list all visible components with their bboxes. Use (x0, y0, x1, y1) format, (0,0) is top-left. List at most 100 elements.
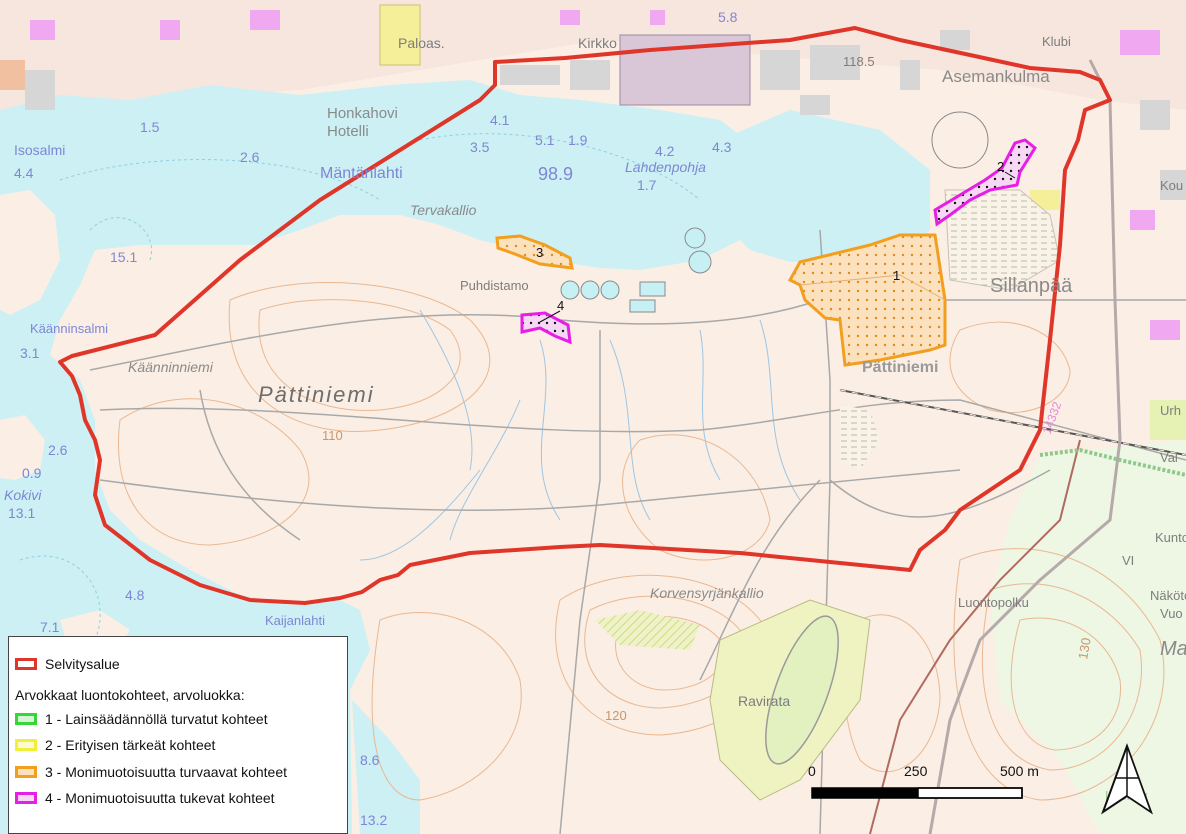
legend-label-class-1: 1 - Lainsäädännöllä turvatut kohteet (45, 711, 268, 727)
svg-text:4.8: 4.8 (125, 587, 145, 603)
site-number-2: 2 (997, 159, 1004, 174)
svg-text:3.1: 3.1 (20, 345, 40, 361)
legend-row-class-4: 4 - Monimuotoisuutta tukevat kohteet (15, 789, 275, 807)
water-labels: 1.5 2.6 Isosalmi 4.4 15.1 Mäntänlahti La… (4, 112, 732, 828)
railway-ticks (839, 389, 1186, 456)
svg-text:Pättiniemi: Pättiniemi (258, 382, 375, 407)
forest-area (990, 440, 1186, 834)
site-number-1: 1 (893, 268, 900, 283)
svg-text:Honkahovi: Honkahovi (327, 105, 398, 122)
svg-text:Mäntänlahti: Mäntänlahti (320, 165, 403, 182)
svg-text:Näkötor: Näkötor (1150, 588, 1186, 603)
svg-text:Käänninniemi: Käänninniemi (128, 359, 214, 375)
site-2-leader (1004, 171, 1016, 179)
svg-text:Korvensyrjänkallio: Korvensyrjänkallio (650, 585, 764, 601)
legend-swatch-study-area (15, 658, 37, 670)
svg-text:Kaijanlahti: Kaijanlahti (265, 613, 325, 628)
svg-text:0.9: 0.9 (22, 465, 42, 481)
svg-text:Kirkko: Kirkko (578, 35, 617, 51)
svg-text:Pättiniemi: Pättiniemi (862, 359, 938, 376)
svg-text:Klubi: Klubi (1042, 34, 1071, 49)
town-area (0, 0, 1186, 120)
scale-bar: 0 250 500 m (808, 763, 1039, 799)
svg-text:Puhdistamo: Puhdistamo (460, 278, 529, 293)
svg-text:3.5: 3.5 (470, 139, 490, 155)
svg-text:130: 130 (1075, 637, 1094, 661)
svg-text:7.1: 7.1 (40, 619, 60, 635)
svg-text:4.1: 4.1 (490, 112, 510, 128)
legend-heading: Arvokkaat luontokohteet, arvoluokka: (15, 687, 245, 703)
site-number-3: 3 (536, 245, 543, 260)
scale-label-zero: 0 (808, 763, 816, 779)
legend-label-class-2: 2 - Erityisen tärkeät kohteet (45, 737, 216, 753)
main-road (928, 59, 1122, 834)
meadow (595, 610, 700, 650)
svg-text:118.5: 118.5 (843, 54, 875, 69)
svg-text:13.2: 13.2 (360, 812, 387, 828)
svg-text:13.1: 13.1 (8, 505, 35, 521)
legend-swatch-class-2 (15, 739, 37, 751)
svg-text:Val: Val (1160, 450, 1178, 465)
svg-text:Sillanpää: Sillanpää (990, 275, 1073, 297)
site-1-area[interactable] (787, 233, 947, 367)
road-left-boundary (869, 439, 1081, 834)
site-4-area[interactable] (520, 311, 572, 345)
svg-text:1.7: 1.7 (637, 177, 657, 193)
treatment-plant (560, 111, 989, 313)
svg-text:5.8: 5.8 (718, 9, 738, 25)
svg-text:8.6: 8.6 (360, 752, 380, 768)
island (0, 190, 60, 315)
svg-text:120: 120 (605, 708, 627, 723)
svg-text:Ravirata: Ravirata (738, 693, 790, 709)
svg-text:Tervakallio: Tervakallio (410, 202, 477, 218)
svg-text:1.9: 1.9 (568, 132, 588, 148)
legend-swatch-class-3 (15, 766, 37, 778)
scale-label-mid: 250 (904, 763, 928, 779)
legend-label-class-3: 3 - Monimuotoisuutta turvaavat kohteet (45, 764, 288, 780)
legend-row-class-1: 1 - Lainsäädännöllä turvatut kohteet (15, 710, 268, 728)
svg-text:Paloas.: Paloas. (398, 35, 445, 51)
north-arrow-icon (1101, 743, 1153, 815)
svg-text:4.2: 4.2 (655, 143, 675, 159)
svg-text:2.6: 2.6 (48, 442, 68, 458)
legend-row-class-2: 2 - Erityisen tärkeät kohteet (15, 736, 215, 754)
nature-reserve-boundary (1039, 447, 1186, 477)
svg-text:Käänninsalmi: Käänninsalmi (30, 321, 108, 336)
site-4-leader (539, 310, 561, 323)
svg-text:Asemankulma: Asemankulma (942, 67, 1050, 86)
site-1-inner (799, 274, 946, 301)
svg-text:VI: VI (1122, 553, 1134, 568)
site-3-area[interactable] (495, 234, 574, 270)
legend-label-class-4: 4 - Monimuotoisuutta tukevat kohteet (45, 790, 275, 806)
legend: Selvitysalue Arvokkaat luontokohteet, ar… (8, 636, 348, 834)
site-2-area[interactable] (933, 138, 1037, 227)
svg-text:1.5: 1.5 (140, 119, 160, 135)
svg-text:98.9: 98.9 (538, 164, 573, 184)
study-area-boundary[interactable] (58, 26, 1112, 605)
svg-text:Urh: Urh (1160, 403, 1181, 418)
scale-label-end: 500 m (1000, 763, 1039, 779)
legend-row-study-area: Selvitysalue (15, 655, 120, 673)
pond-water (715, 110, 930, 262)
legend-swatch-class-1 (15, 713, 37, 725)
racetrack-oval (765, 615, 839, 765)
legend-label-study-area: Selvitysalue (45, 656, 120, 672)
buildings (0, 4, 1186, 440)
legend-swatch-class-4 (15, 792, 37, 804)
svg-text:4.4: 4.4 (14, 165, 34, 181)
svg-text:Vuo: Vuo (1160, 606, 1183, 621)
svg-text:Kokivi: Kokivi (4, 487, 42, 503)
svg-text:2.6: 2.6 (240, 149, 260, 165)
svg-text:Kou: Kou (1160, 178, 1183, 193)
wetland-2 (840, 405, 880, 470)
svg-text:15.1: 15.1 (110, 249, 137, 265)
svg-text:Lahdenpohja: Lahdenpohja (625, 159, 706, 175)
svg-text:Ma: Ma (1160, 638, 1186, 660)
svg-text:Luontopolku: Luontopolku (958, 595, 1029, 610)
place-labels: Paloas. Kirkko Klubi Asemankulma Honkaho… (128, 9, 1186, 803)
svg-text:5.1: 5.1 (535, 132, 555, 148)
bay-water (352, 700, 420, 834)
svg-text:4.3: 4.3 (712, 139, 732, 155)
island-2 (0, 415, 45, 480)
